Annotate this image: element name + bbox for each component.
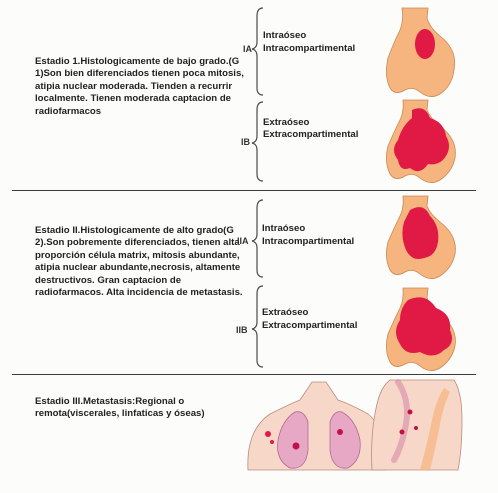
brace-ia-icon bbox=[252, 8, 263, 95]
bone-iia-illustration bbox=[386, 196, 455, 279]
brace-iib-icon bbox=[252, 286, 263, 367]
bone-ia-illustration bbox=[386, 8, 454, 97]
abdomen-illustration bbox=[372, 380, 462, 470]
bone-iib-illustration bbox=[386, 288, 455, 371]
bone-ib-illustration bbox=[386, 100, 455, 183]
brace-ib-icon bbox=[252, 102, 263, 181]
brace-iia-icon bbox=[252, 200, 263, 277]
torso-lungs-illustration bbox=[248, 382, 386, 470]
